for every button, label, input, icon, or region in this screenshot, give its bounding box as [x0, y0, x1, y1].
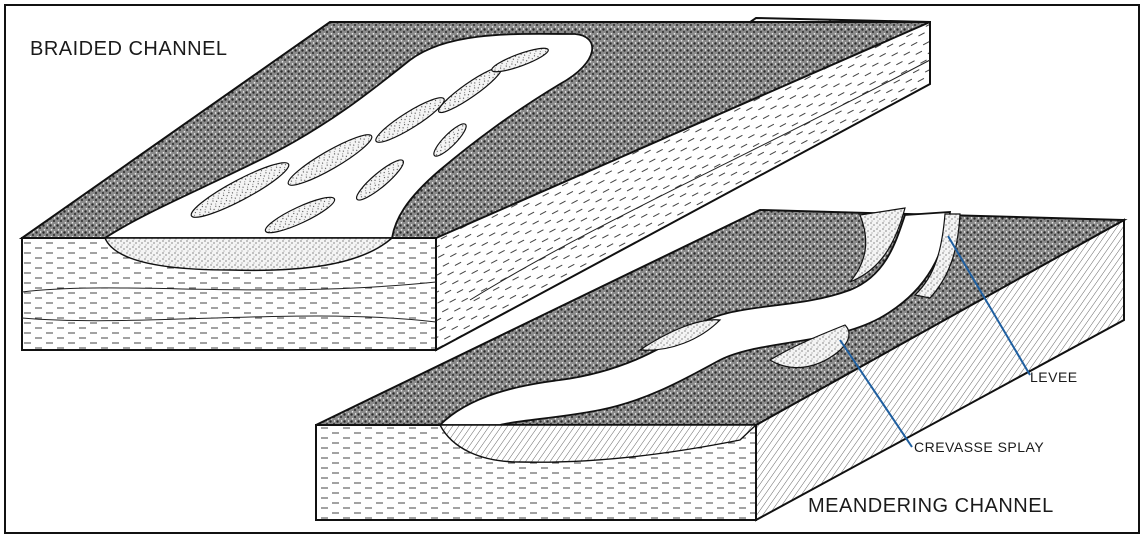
meandering-channel-label: MEANDERING CHANNEL	[808, 495, 1054, 517]
levee-label: LEVEE	[1030, 369, 1078, 385]
crevasse-splay-label: CREVASSE SPLAY	[914, 439, 1044, 455]
braided-channel-label: BRAIDED CHANNEL	[30, 38, 228, 60]
